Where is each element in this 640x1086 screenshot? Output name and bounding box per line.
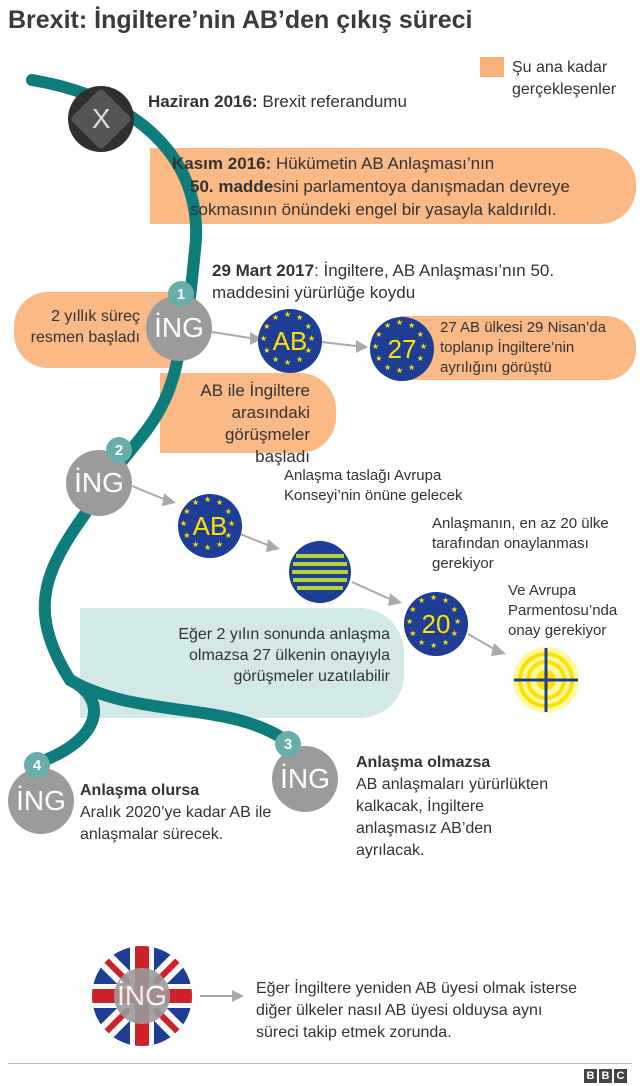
eu-star-icon: ★ — [409, 605, 417, 614]
eu-star-icon: ★ — [216, 498, 224, 508]
lower-path — [34, 674, 100, 768]
mart2017-event: 29 Mart 2017: İngiltere, AB Anlaşması’nı… — [212, 261, 555, 302]
eu-star-icon: ★ — [284, 358, 292, 367]
eu-star-icon: ★ — [304, 346, 312, 355]
eu-star-icon: ★ — [296, 354, 304, 364]
eu-star-icon: ★ — [216, 539, 224, 549]
eu-star-icon: ★ — [183, 531, 191, 540]
upper-path — [26, 74, 294, 748]
eu-ab-icon-1: AB ★★★★★★★★★★★★ — [258, 309, 322, 373]
yeniden-text: Eğer İngiltere yeniden AB üyesi olmak is… — [256, 980, 578, 1041]
eu-star-icon: ★ — [420, 342, 428, 351]
eu-star-icon: ★ — [375, 354, 383, 363]
ulkeler-text: 27 AB ülkesi 29 Nisan’da toplanıp İngilt… — [440, 319, 606, 376]
step-2-badge: 2 — [106, 437, 132, 463]
eu-star-icon: ★ — [384, 321, 392, 331]
ing-circle-3: İNG — [272, 746, 338, 812]
uzatma-text: Eğer 2 yılın sonunda anlaşma olmazsa 27 … — [178, 626, 390, 685]
eu-star-icon: ★ — [263, 346, 271, 355]
eu-star-icon: ★ — [204, 495, 212, 504]
eu-20-icon: 20 ★★★★★★★★★★★★ — [404, 592, 468, 656]
step-3-badge: 3 — [275, 731, 301, 757]
eu-star-icon: ★ — [396, 366, 404, 375]
footer-divider — [8, 1063, 632, 1064]
eu-star-icon: ★ — [416, 354, 424, 363]
olursa-block: Anlaşma olursa Aralık 2020’ye kadar AB i… — [80, 782, 272, 843]
step-4-badge: 4 — [24, 752, 50, 778]
eu-star-icon: ★ — [224, 531, 232, 540]
eu-star-icon: ★ — [454, 617, 462, 626]
june2016-event: Haziran 2016: Brexit referandumu — [148, 92, 407, 111]
gorusme-text: AB ile İngiltere arasındaki görüşmeler b… — [200, 381, 310, 466]
eu-star-icon: ★ — [384, 362, 392, 372]
eu-star-icon: ★ — [430, 641, 438, 650]
referendum-x-icon: X — [68, 86, 134, 152]
ing-circle-4: İNG — [8, 768, 74, 834]
eu-star-icon: ★ — [228, 519, 236, 528]
legend-swatch — [480, 57, 504, 77]
eu-star-icon: ★ — [260, 334, 268, 343]
eu-star-icon: ★ — [409, 629, 417, 638]
eu-star-icon: ★ — [308, 334, 316, 343]
kasim2016-event: Kasım 2016: Hükümetin AB Anlaşması’nın 5… — [172, 154, 570, 219]
eu-star-icon: ★ — [372, 342, 380, 351]
eu-star-icon: ★ — [296, 313, 304, 323]
eu-star-icon: ★ — [416, 330, 424, 339]
parlamento-text: Ve Avrupa Parmentosu’nda onay gerekiyor — [508, 582, 618, 639]
gorusme-box — [160, 373, 336, 453]
eu-star-icon: ★ — [192, 539, 200, 549]
eu-star-icon: ★ — [408, 321, 416, 331]
union-jack-label: İNG — [112, 968, 172, 1024]
eu-star-icon: ★ — [375, 330, 383, 339]
legend-text: Şu ana kadar gerçekleşenler — [512, 59, 617, 98]
surec-text: 2 yıllık süreç resmen başladı — [30, 308, 140, 346]
eu-star-icon: ★ — [396, 318, 404, 327]
eu-star-icon: ★ — [180, 519, 188, 528]
eu-star-icon: ★ — [263, 322, 271, 331]
eu-star-icon: ★ — [450, 629, 458, 638]
eu-star-icon: ★ — [442, 596, 450, 606]
council-icon — [289, 541, 351, 603]
parliament-target-icon — [513, 647, 579, 713]
eu-star-icon: ★ — [442, 637, 450, 647]
eu-27-icon: 27 ★★★★★★★★★★★★ — [370, 317, 434, 381]
eu-star-icon: ★ — [430, 593, 438, 602]
eu-star-icon: ★ — [192, 498, 200, 508]
eu-ab-icon-2: AB ★★★★★★★★★★★★ — [178, 494, 242, 558]
eu-star-icon: ★ — [284, 310, 292, 319]
page-title: Brexit: İngiltere’nin AB’den çıkış sürec… — [8, 6, 473, 34]
eu-star-icon: ★ — [224, 507, 232, 516]
onay20-text: Anlaşmanın, en az 20 ülke tarafından ona… — [432, 515, 609, 572]
taslak-text: Anlaşma taslağı Avrupa Konseyi’nin önüne… — [284, 467, 463, 504]
eu-star-icon: ★ — [204, 543, 212, 552]
eu-star-icon: ★ — [418, 596, 426, 606]
eu-star-icon: ★ — [272, 313, 280, 323]
eu-star-icon: ★ — [304, 322, 312, 331]
olmazsa-block: Anlaşma olmazsa AB anlaşmaları yürürlükt… — [356, 754, 549, 859]
eu-star-icon: ★ — [418, 637, 426, 647]
step-1-badge: 1 — [168, 281, 194, 307]
eu-star-icon: ★ — [272, 354, 280, 364]
ulkeler-box — [400, 316, 636, 380]
eu-star-icon: ★ — [450, 605, 458, 614]
eu-star-icon: ★ — [406, 617, 414, 626]
eu-star-icon: ★ — [183, 507, 191, 516]
kasim-box — [150, 148, 636, 224]
eu-star-icon: ★ — [408, 362, 416, 372]
